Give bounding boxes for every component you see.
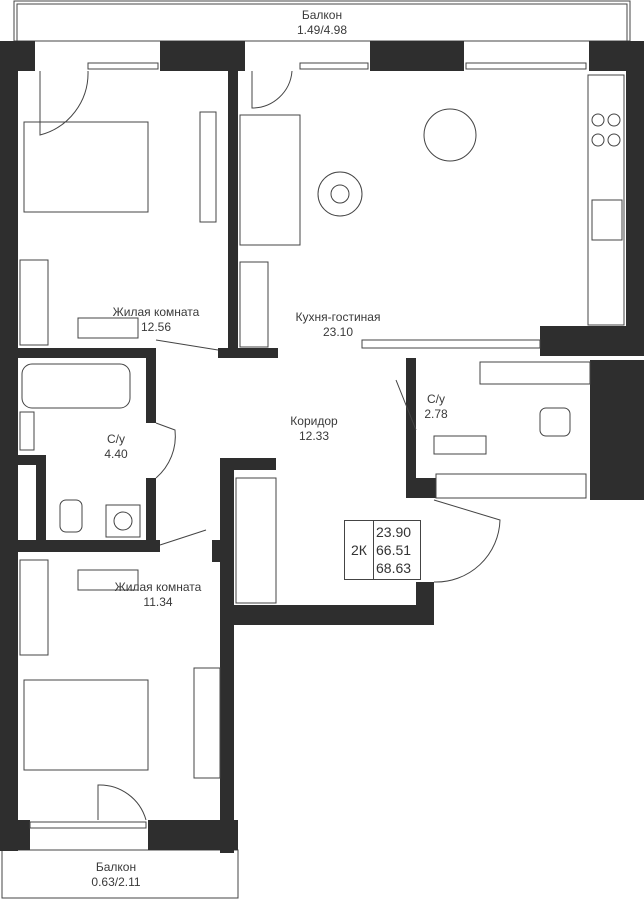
room-bathroom-1: С/у 4.40	[104, 432, 127, 462]
room-balcony-bottom: Балкон 0.63/2.11	[91, 860, 140, 890]
room-bedroom-1: Жилая комната 12.56	[113, 305, 200, 335]
room-name: Жилая комната	[114, 580, 202, 594]
room-name: Кухня-гостиная	[295, 310, 381, 324]
room-area: 12.33	[298, 429, 330, 443]
room-area: 0.63/2.11	[91, 875, 141, 889]
windows	[29, 62, 587, 829]
wardrobe-1	[19, 259, 49, 346]
room-name: Балкон	[95, 860, 137, 874]
room-corridor: Коридор 12.33	[290, 414, 337, 444]
wardrobe-3	[235, 477, 277, 604]
total-area: 66.51	[376, 542, 412, 558]
sofa	[239, 114, 301, 246]
desk-1	[77, 317, 139, 339]
doors	[39, 70, 501, 821]
area-values: 23.90 66.51 68.63	[376, 523, 411, 577]
bed-1	[23, 121, 149, 213]
toilet-2	[539, 407, 571, 437]
bed-2	[23, 679, 149, 771]
room-name: С/у	[106, 432, 125, 446]
area-summary: 2К 23.90 66.51 68.63	[344, 520, 421, 580]
room-kitchen-living: Кухня-гостиная 23.10	[296, 310, 381, 340]
tv-stand-1	[199, 111, 217, 223]
apartment-type: 2К	[345, 521, 374, 579]
kitchen-counter	[587, 74, 625, 326]
walls	[0, 41, 644, 853]
room-area: 4.40	[104, 447, 128, 461]
room-bedroom-2: Жилая комната 11.34	[115, 580, 202, 610]
room-name: Коридор	[290, 414, 338, 428]
furniture	[19, 74, 625, 779]
room-name: С/у	[426, 392, 445, 406]
rug	[317, 171, 363, 217]
wardrobe-4	[19, 559, 49, 656]
balcony-top-inner	[16, 3, 628, 42]
tv-stand-2	[193, 667, 221, 779]
washer	[113, 511, 133, 531]
room-area: 1.49/4.98	[296, 23, 348, 37]
living-area: 23.90	[376, 524, 412, 540]
balcony-bottom	[1, 849, 239, 899]
room-name: Балкон	[301, 8, 343, 22]
room-bathroom-2: С/у 2.78	[424, 392, 447, 422]
room-name: Жилая комната	[112, 305, 200, 319]
bathtub	[21, 363, 131, 409]
room-area: 11.34	[143, 595, 173, 609]
desk-2	[77, 569, 139, 591]
room-area: 23.10	[322, 325, 354, 339]
dining-table	[423, 108, 477, 162]
toilet	[59, 499, 83, 533]
total-area-with-balcony: 68.63	[376, 560, 412, 576]
sink-wc2	[433, 435, 487, 455]
room-area: 12.56	[140, 320, 172, 334]
wardrobe-2	[239, 261, 269, 348]
room-area: 2.78	[424, 407, 448, 421]
room-balcony-top: Балкон 1.49/4.98	[297, 8, 347, 38]
